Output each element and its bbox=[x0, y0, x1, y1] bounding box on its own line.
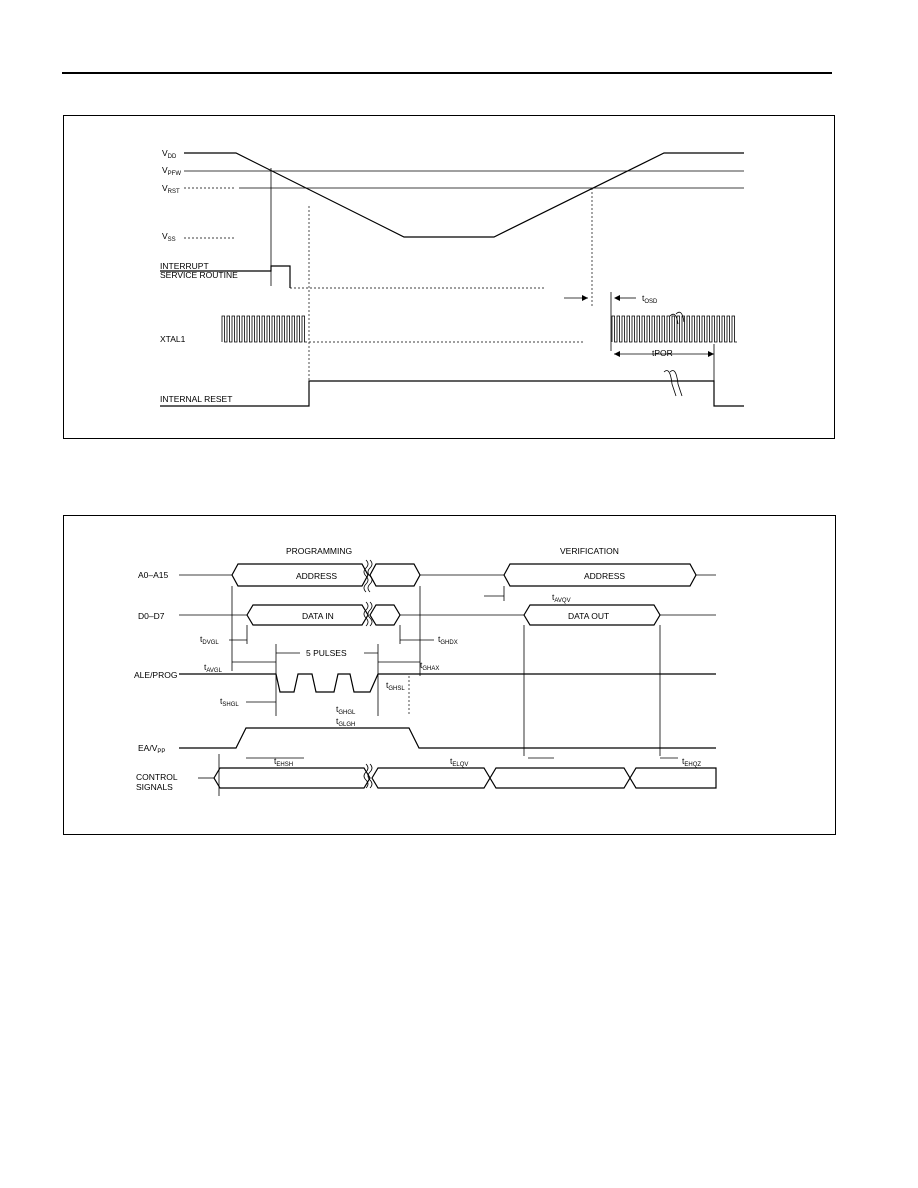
timing-tavgl: tAVGL bbox=[204, 662, 223, 674]
control-break-mark bbox=[363, 763, 373, 789]
label-ale-prog: ALE/PROG bbox=[134, 670, 177, 680]
label-control-line2: SIGNALS bbox=[136, 782, 173, 792]
timing-tehsh: tEHSH bbox=[274, 756, 293, 768]
label-internal-reset: INTERNAL RESET bbox=[160, 394, 232, 404]
address-bus-segment-prog-left bbox=[231, 563, 369, 587]
timing-tosd: tOSD bbox=[642, 293, 658, 305]
control-bus-segment-4 bbox=[629, 767, 717, 789]
data-bus-segment-in-right bbox=[369, 604, 401, 626]
label-isr-line2: SERVICE ROUTINE bbox=[160, 270, 238, 280]
timing-tghsl: tGHSL bbox=[386, 680, 405, 692]
label-vss: VSS bbox=[162, 231, 176, 243]
label-vdd: VDD bbox=[162, 148, 177, 160]
timing-tehqz: tEHQZ bbox=[682, 756, 701, 768]
label-xtal1: XTAL1 bbox=[160, 334, 186, 344]
address-break-mark bbox=[363, 559, 373, 593]
tpor-arrowhead-left bbox=[614, 351, 620, 357]
xtal1-clock-trace bbox=[221, 315, 307, 343]
timing-tavqv: tAVQV bbox=[552, 592, 571, 604]
ea-vpp-waveform bbox=[179, 727, 716, 749]
bus-label-address-verify: ADDRESS bbox=[584, 571, 625, 581]
label-vpfw: VPFW bbox=[162, 165, 181, 177]
bus-label-data-in: DATA IN bbox=[302, 611, 334, 621]
timing-tshgl: tSHGL bbox=[220, 696, 239, 708]
tosd-arrowhead-left bbox=[582, 295, 588, 301]
internal-reset-break-mark bbox=[663, 370, 683, 397]
timing-telqv: tELQV bbox=[450, 756, 468, 768]
label-isr-line1: INTERRUPT bbox=[160, 261, 209, 271]
internal-reset-waveform bbox=[160, 380, 744, 407]
timing-tghgl: tGHGL bbox=[336, 704, 356, 716]
label-data-bus: D0–D7 bbox=[138, 611, 165, 621]
timing-tglgh: tGLGH bbox=[336, 716, 355, 728]
header-programming: PROGRAMMING bbox=[286, 546, 352, 556]
programming-timing-figure: PROGRAMMING VERIFICATION A0–A15 D0–D7 AL… bbox=[63, 515, 836, 835]
bus-label-data-out: DATA OUT bbox=[568, 611, 609, 621]
ale-prog-waveform bbox=[179, 673, 716, 693]
timing-tghax: tGHAX bbox=[420, 660, 439, 672]
power-fail-timing-figure: VDD VPFW VRST VSS INTERRUPT SERVICE ROUT… bbox=[63, 115, 835, 439]
control-bus-segment-1 bbox=[213, 767, 371, 789]
power-fail-timing-diagram: VDD VPFW VRST VSS INTERRUPT SERVICE ROUT… bbox=[160, 148, 744, 407]
bus-label-pulses: 5 PULSES bbox=[306, 648, 347, 658]
header-verification: VERIFICATION bbox=[560, 546, 619, 556]
control-bus-segment-3 bbox=[489, 767, 631, 789]
programming-timing-diagram: PROGRAMMING VERIFICATION A0–A15 D0–D7 AL… bbox=[134, 546, 717, 796]
timing-tghdx: tGHDX bbox=[438, 634, 458, 646]
label-vrst: VRST bbox=[162, 183, 180, 195]
vdd-waveform bbox=[184, 152, 744, 238]
tosd-arrowhead-right bbox=[614, 295, 620, 301]
label-control-line1: CONTROL bbox=[136, 772, 178, 782]
address-bus-segment-prog-right bbox=[369, 563, 421, 587]
isr-waveform bbox=[160, 265, 291, 288]
xtal1-break-mark bbox=[669, 311, 685, 325]
label-address-bus: A0–A15 bbox=[138, 570, 169, 580]
bus-label-address-prog: ADDRESS bbox=[296, 571, 337, 581]
xtal1-clock-after bbox=[611, 315, 737, 343]
pulses-label-bg bbox=[300, 647, 364, 659]
header-rule bbox=[62, 72, 832, 74]
tpor-arrowhead-right bbox=[708, 351, 714, 357]
timing-tdvgl: tDVGL bbox=[200, 634, 219, 646]
xtal1-clock-trace bbox=[611, 315, 737, 343]
xtal1-clock-before bbox=[221, 315, 307, 343]
label-ea-vpp: EA/VPP bbox=[138, 743, 165, 755]
control-bus-segment-2 bbox=[371, 767, 491, 789]
data-break-mark bbox=[363, 601, 373, 627]
timing-tpor: tPOR bbox=[652, 348, 673, 358]
